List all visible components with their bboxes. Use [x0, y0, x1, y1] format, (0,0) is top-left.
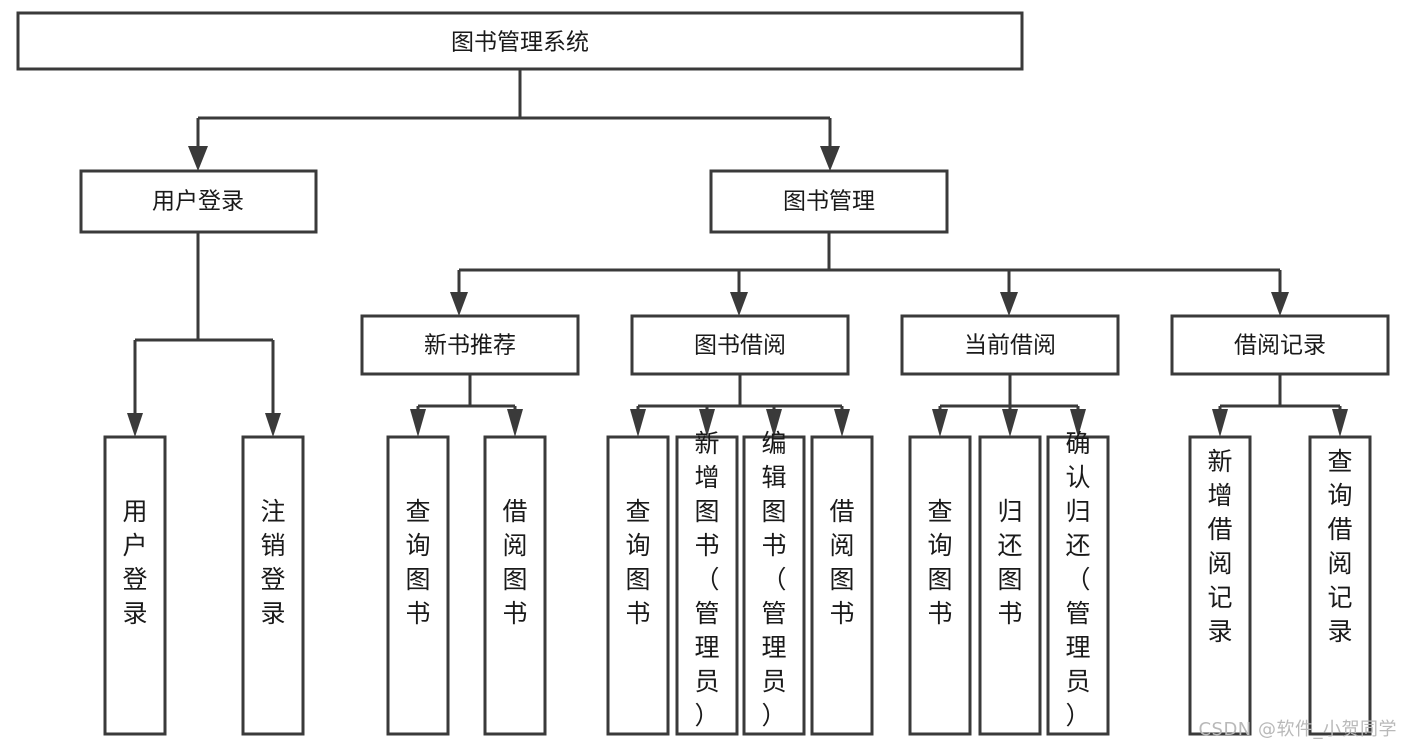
leaf-add-book-label: 新增图书（管理员）	[694, 429, 719, 730]
arrowhead-leaf-edit-book	[766, 409, 782, 437]
node-book-borrow[interactable]: 图书借阅	[630, 314, 850, 376]
leaf-edit-book-label: 编辑图书（管理员）	[761, 429, 786, 730]
arrowhead-book-borrow	[730, 292, 748, 316]
arrowhead-leaf-logout	[265, 413, 281, 437]
leaf-confirm-return-box[interactable]	[1046, 435, 1110, 736]
arrowhead-leaf-borrow-book-2	[834, 409, 850, 437]
leaf-user-login-label: 用户登录	[122, 497, 147, 628]
node-current-borrow[interactable]: 当前借阅	[900, 314, 1120, 376]
node-book-manage-box[interactable]	[709, 169, 949, 234]
leaf-add-book-box[interactable]	[675, 435, 739, 736]
node-book-manage-label: 图书管理	[783, 189, 875, 215]
node-user-login-box[interactable]	[79, 169, 318, 234]
node-root[interactable]: 图书管理系统	[16, 11, 1024, 71]
arrowhead-new-book-rec	[450, 292, 468, 316]
leaf-logout[interactable]: 注销登录	[241, 435, 305, 736]
leaf-confirm-return-label: 确认归还（管理员）	[1065, 429, 1090, 730]
leaf-query-book-3-label: 查询图书	[927, 497, 952, 628]
leaf-return-book[interactable]: 归还图书	[978, 435, 1042, 736]
leaf-edit-book[interactable]: 编辑图书（管理员）	[742, 429, 806, 736]
leaf-add-record-label: 新增借阅记录	[1207, 447, 1232, 646]
leaf-borrow-book-1-box[interactable]	[483, 435, 547, 736]
node-new-book-rec-box[interactable]	[360, 314, 580, 376]
arrowhead-leaf-add-record	[1212, 409, 1228, 437]
leaf-add-book[interactable]: 新增图书（管理员）	[675, 429, 739, 736]
arrowhead-leaf-query-book-3	[932, 409, 948, 437]
node-book-borrow-label: 图书借阅	[694, 333, 786, 359]
node-borrow-record[interactable]: 借阅记录	[1170, 314, 1390, 376]
node-current-borrow-label: 当前借阅	[964, 333, 1056, 359]
leaf-borrow-book-2-label: 借阅图书	[829, 497, 854, 628]
leaf-query-book-2[interactable]: 查询图书	[606, 435, 670, 736]
node-user-login[interactable]: 用户登录	[79, 169, 318, 234]
leaf-borrow-book-1-label: 借阅图书	[502, 497, 527, 628]
leaf-user-login-box[interactable]	[103, 435, 167, 736]
leaf-query-book-3[interactable]: 查询图书	[908, 435, 972, 736]
leaf-borrow-book-2-box[interactable]	[810, 435, 874, 736]
arrowhead-leaf-confirm-return	[1070, 409, 1086, 437]
node-new-book-rec[interactable]: 新书推荐	[360, 314, 580, 376]
node-current-borrow-box[interactable]	[900, 314, 1120, 376]
arrowhead-leaf-borrow-book-1	[507, 409, 523, 437]
leaf-query-book-2-box[interactable]	[606, 435, 670, 736]
leaf-borrow-book-2[interactable]: 借阅图书	[810, 435, 874, 736]
arrowhead-book-manage	[820, 146, 840, 171]
arrowhead-leaf-return-book	[1002, 409, 1018, 437]
leaf-add-record[interactable]: 新增借阅记录	[1188, 435, 1252, 736]
leaf-query-book-2-label: 查询图书	[625, 497, 650, 628]
arrowhead-current-borrow	[1000, 292, 1018, 316]
leaf-confirm-return[interactable]: 确认归还（管理员）	[1046, 429, 1110, 736]
arrowhead-leaf-user-login	[127, 413, 143, 437]
leaf-user-login[interactable]: 用户登录	[103, 435, 167, 736]
arrowhead-borrow-record	[1271, 292, 1289, 316]
leaf-query-book-1[interactable]: 查询图书	[386, 435, 450, 736]
arrowhead-leaf-query-record	[1332, 409, 1348, 437]
leaf-logout-label: 注销登录	[260, 497, 285, 628]
arrowhead-leaf-query-book-1	[410, 409, 426, 437]
arrowhead-leaf-add-book	[699, 409, 715, 437]
node-new-book-rec-label: 新书推荐	[424, 333, 516, 359]
node-borrow-record-box[interactable]	[1170, 314, 1390, 376]
node-root-label: 图书管理系统	[451, 30, 589, 56]
connector-layer	[127, 69, 1348, 437]
leaf-query-record[interactable]: 查询借阅记录	[1308, 435, 1372, 736]
csdn-watermark: CSDN @软件_小贺同学	[1198, 719, 1397, 740]
leaf-query-record-box[interactable]	[1308, 435, 1372, 736]
leaf-return-book-box[interactable]	[978, 435, 1042, 736]
node-book-manage[interactable]: 图书管理	[709, 169, 949, 234]
leaf-query-record-label: 查询借阅记录	[1327, 447, 1352, 646]
leaf-logout-box[interactable]	[241, 435, 305, 736]
arrowhead-leaf-query-book-2	[630, 409, 646, 437]
leaf-add-record-box[interactable]	[1188, 435, 1252, 736]
leaf-borrow-book-1[interactable]: 借阅图书	[483, 435, 547, 736]
node-borrow-record-label: 借阅记录	[1234, 333, 1326, 359]
arrowhead-user-login	[188, 146, 208, 171]
leaf-return-book-label: 归还图书	[997, 497, 1022, 628]
leaf-query-book-1-label: 查询图书	[405, 497, 430, 628]
node-root-box[interactable]	[16, 11, 1024, 71]
node-user-login-label: 用户登录	[152, 189, 244, 215]
node-book-borrow-box[interactable]	[630, 314, 850, 376]
leaf-edit-book-box[interactable]	[742, 435, 806, 736]
leaf-query-book-3-box[interactable]	[908, 435, 972, 736]
leaf-query-book-1-box[interactable]	[386, 435, 450, 736]
